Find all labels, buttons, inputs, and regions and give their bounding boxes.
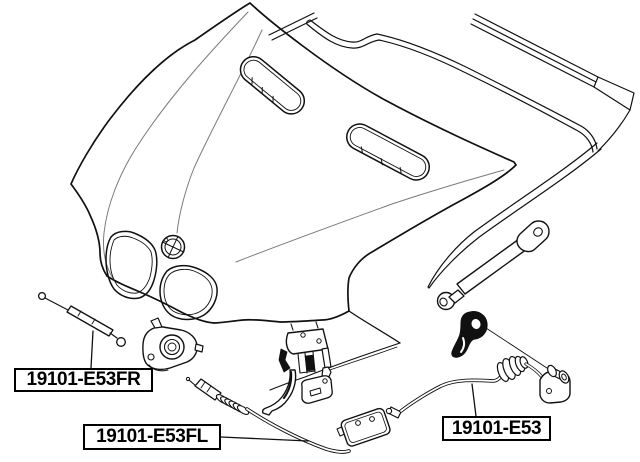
- side-seal-tail: [427, 142, 602, 289]
- part-label-main-cable: 19101-E53: [442, 416, 551, 441]
- cable-connector-box: [336, 406, 402, 447]
- leader-line-fl: [220, 436, 309, 442]
- kidney-grille-right: [159, 264, 218, 321]
- brand-roundel: [160, 234, 186, 260]
- release-cable-main: [399, 355, 544, 413]
- release-cable-front-left: [185, 376, 351, 454]
- gas-strut: [436, 220, 550, 311]
- striker-plate: [301, 375, 333, 404]
- label-leader-lines: [90, 330, 477, 442]
- hook-pointer-line: [485, 327, 557, 375]
- kidney-grille-left: [105, 230, 158, 300]
- hood-vent-right: [345, 123, 431, 181]
- part-label-front-right-cable: 19101-E53FR: [14, 368, 153, 392]
- leader-line-e53: [471, 383, 477, 417]
- release-cable-front-right: [37, 291, 126, 347]
- leader-line-fr: [90, 330, 94, 369]
- hood-front-face-edge: [348, 310, 401, 344]
- cable-spring-coil: [215, 393, 250, 416]
- hook-bracket: [451, 311, 557, 375]
- hood-latch: [142, 317, 204, 372]
- hood-front-lower-edge: [269, 342, 401, 391]
- cable-end-bracket: [539, 364, 571, 404]
- rear-seal-strip: [268, 12, 635, 153]
- hood-lock-with-lever: [261, 321, 332, 416]
- cable-boot-bellows: [496, 355, 529, 383]
- hood-vent-left: [239, 55, 306, 115]
- part-label-front-left-cable: 19101-E53FL: [83, 424, 221, 450]
